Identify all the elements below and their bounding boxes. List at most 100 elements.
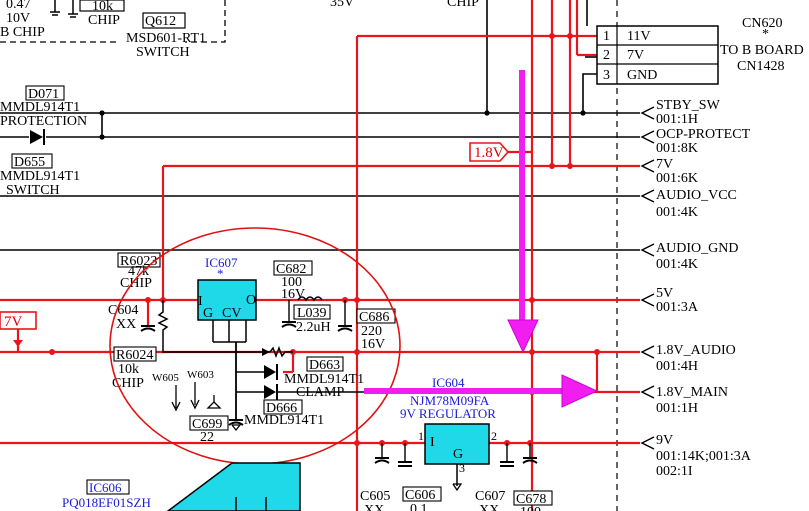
c605-val: XX <box>364 503 384 511</box>
ic604-pin-g: G <box>453 447 463 462</box>
signal-arrow-audio-gnd <box>640 243 655 257</box>
signal-arrow-1v8-main <box>640 385 655 399</box>
magenta-annotation-arrows <box>364 70 599 408</box>
q612-role: SWITCH <box>136 45 190 60</box>
signal-arrow-7v <box>640 159 655 173</box>
cn620-dest-connector: CN1428 <box>737 59 784 74</box>
c682-ref: C682 <box>276 262 306 277</box>
cn620-pin2-name: 7V <box>627 48 644 63</box>
d663-role: CLAMP <box>296 385 344 400</box>
signal-arrow-stby-sw <box>640 106 655 120</box>
signal-1v8-main: 1.8V_MAIN <box>656 385 728 400</box>
signal-audio-vcc: AUDIO_VCC <box>656 188 737 203</box>
cn620-pin2-num: 2 <box>603 48 610 63</box>
signal-1v8-audio-ref: 001:4H <box>656 359 698 374</box>
cn620-pin3-num: 3 <box>603 68 610 83</box>
chip-top-label: CHIP <box>447 0 479 10</box>
signal-9v-ref: 001:14K;001:3A <box>656 449 752 464</box>
d663-ref: D663 <box>309 358 340 373</box>
ic607: IC607 * I O G CV <box>197 255 257 342</box>
c604-ref: C604 <box>108 303 138 318</box>
signal-1v8-audio: 1.8V_AUDIO <box>656 343 736 358</box>
d666-part: MMDL914T1 <box>244 413 324 428</box>
res-chip-label: CHIP <box>88 13 120 28</box>
c607-val: XX <box>479 503 499 511</box>
w605-label: W605 <box>152 372 179 384</box>
ic607-star: * <box>217 266 224 281</box>
cn620-destination: TO B BOARD <box>720 43 804 58</box>
cn620-ref: CN620 <box>742 16 782 31</box>
ic604-role: 9V REGULATOR <box>400 406 496 421</box>
b-chip-label: B CHIP <box>0 25 45 40</box>
d663-part: MMDL914T1 <box>284 372 364 387</box>
ic606-ref: IC606 <box>89 480 122 495</box>
cn620-pin1-name: 11V <box>627 29 651 44</box>
connector-cn620: 1 11V 2 7V 3 GND CN620 * TO B BOARD CN14… <box>596 16 804 85</box>
signal-9v: 9V <box>656 433 673 448</box>
d071-role: PROTECTION <box>0 114 87 129</box>
ic604-pin1-num: 1 <box>418 429 424 443</box>
ic607-pin-i: I <box>198 294 203 309</box>
d655-ref: D655 <box>14 155 45 170</box>
signal-labels: STBY_SW 001:1H OCP-PROTECT 001:8K 7V 001… <box>656 98 752 479</box>
signal-arrow-ocp-protect <box>640 130 655 144</box>
signal-ocp-protect-ref: 001:8K <box>656 141 698 156</box>
c606-ref: C606 <box>405 488 435 503</box>
signal-audio-gnd-ref: 001:4K <box>656 257 698 272</box>
ic606: IC606 PQ018EF01SZH <box>62 462 301 511</box>
c686-ref: C686 <box>359 310 389 325</box>
c607-ref: C607 <box>475 489 505 504</box>
ic607-pin-g: G <box>203 306 213 321</box>
signal-audio-vcc-ref: 001:4K <box>656 205 698 220</box>
d071-diode <box>30 129 45 145</box>
c686-val: 220 <box>361 324 382 339</box>
left-parts: D071 MMDL914T1 PROTECTION D655 MMDL914T1… <box>0 85 87 347</box>
q612-part: MSD601-RT1 <box>126 31 206 46</box>
red-wires <box>0 0 640 511</box>
w603-label: W603 <box>187 369 214 381</box>
signal-arrows <box>640 106 655 450</box>
cn620-star: * <box>762 27 769 42</box>
signal-audio-gnd: AUDIO_GND <box>656 241 738 256</box>
q612-ref: Q612 <box>145 14 176 29</box>
clamp-diodes: D663 MMDL914T1 CLAMP D666 MMDL914T1 C699… <box>189 356 364 445</box>
ic607-pin-cv: CV <box>222 306 241 321</box>
d666-ref: D666 <box>266 401 297 416</box>
signal-arrow-5v <box>640 293 655 307</box>
ic604-pin3-num: 3 <box>459 461 465 475</box>
ic604-pin-i: I <box>430 435 435 450</box>
c604-val: XX <box>116 317 136 332</box>
signal-arrow-audio-vcc <box>640 189 655 203</box>
d071-part: MMDL914T1 <box>0 100 80 115</box>
ic604-pin2-num: 2 <box>491 429 497 443</box>
cn620-pin1-num: 1 <box>603 29 610 44</box>
l039-val: 2.2uH <box>296 320 331 335</box>
top-left-fragment: 0.47 10V B CHIP 10k CHIP Q612 MSD601-RT1… <box>0 0 479 60</box>
ic604: IC604 NJM78M09FA 9V REGULATOR 1 I 2 G 3 <box>400 375 497 492</box>
ic606-part: PQ018EF01SZH <box>62 495 151 510</box>
c678-ref: C678 <box>516 492 546 507</box>
d655-part: MMDL914T1 <box>0 169 80 184</box>
d655-role: SWITCH <box>6 183 60 198</box>
signal-5v-ref: 001:3A <box>656 300 699 315</box>
seven-v-flag: 7V <box>4 314 23 330</box>
v35-label: 35V <box>330 0 354 10</box>
r6024-ref: R6024 <box>116 348 153 363</box>
res-value-label: 10k <box>92 0 113 14</box>
c682-volt: 16V <box>281 287 305 302</box>
signal-7v-ref: 001:6K <box>656 171 698 186</box>
ic604-caps: C605 XX C606 0.1 C607 XX C678 100 <box>360 443 553 511</box>
r6023-val: 47k <box>128 264 149 279</box>
ic607-pin-o: O <box>246 293 256 308</box>
ic604-ref: IC604 <box>432 375 465 390</box>
c678-val: 100 <box>520 505 541 511</box>
c606-val: 0.1 <box>410 502 428 511</box>
c686-volt: 16V <box>361 337 385 352</box>
c699-val: 22 <box>200 430 214 445</box>
signal-5v: 5V <box>656 286 673 301</box>
d071-ref: D071 <box>28 87 59 102</box>
signal-arrow-1v8-audio <box>640 345 655 359</box>
signal-9v-ref2: 002:1I <box>656 464 693 479</box>
signal-7v: 7V <box>656 157 673 172</box>
